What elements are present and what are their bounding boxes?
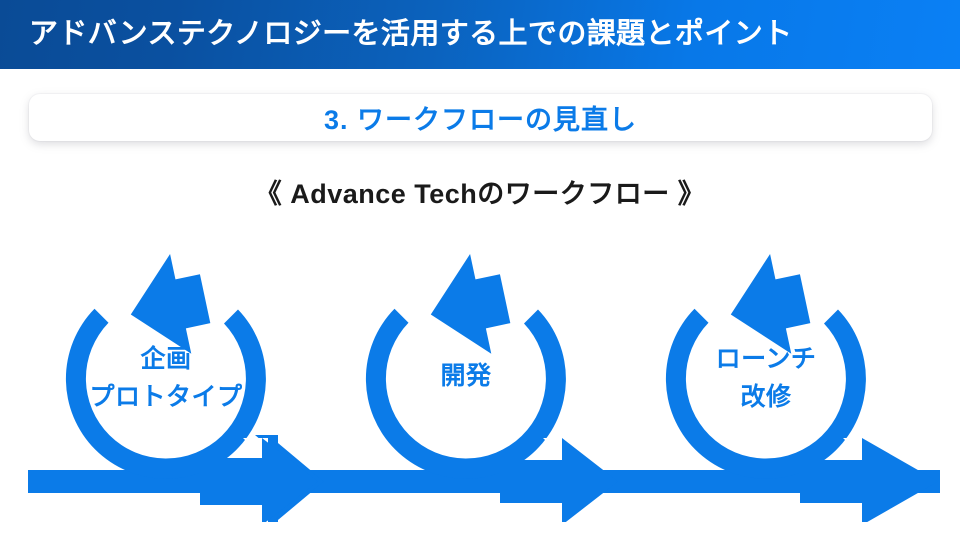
section-subtitle-text: 3. ワークフローの見直し [323, 105, 638, 135]
cycle-arrow-stage-2 [365, 253, 566, 479]
cycle-label-stage-1-line1: 企画 [140, 344, 191, 373]
cycle-arrow-stage-3 [665, 253, 866, 479]
cycle-label-stage-3: ローンチ 改修 [716, 345, 817, 411]
cycle-label-stage-3-line1: ローンチ [716, 345, 817, 373]
workflow-heading: 《 Advance Techのワークフロー 》 [254, 179, 706, 209]
cycle-label-stage-3-line2: 改修 [740, 382, 792, 411]
cycle-label-stage-1-line2: プロトタイプ [89, 383, 243, 411]
flow-connector-end [800, 438, 938, 522]
header-band: アドバンステクノロジーを活用する上での課題とポイント [0, 0, 960, 69]
cycle-label-stage-1: 企画 プロトタイプ [89, 344, 243, 411]
workflow-diagram: 企画 プロトタイプ 開発 ローンチ 改修 [0, 222, 960, 522]
section-subtitle-bar: 3. ワークフローの見直し [29, 94, 932, 141]
cycle-label-stage-2: 開発 [440, 362, 492, 390]
cycle-label-stage-2-line1: 開発 [440, 362, 492, 390]
cycle-arrow-stage-1 [65, 253, 266, 479]
flow-connector-1 [200, 435, 324, 522]
page-title: アドバンステクノロジーを活用する上での課題とポイント [29, 18, 793, 50]
flow-connector-2 [500, 438, 618, 522]
